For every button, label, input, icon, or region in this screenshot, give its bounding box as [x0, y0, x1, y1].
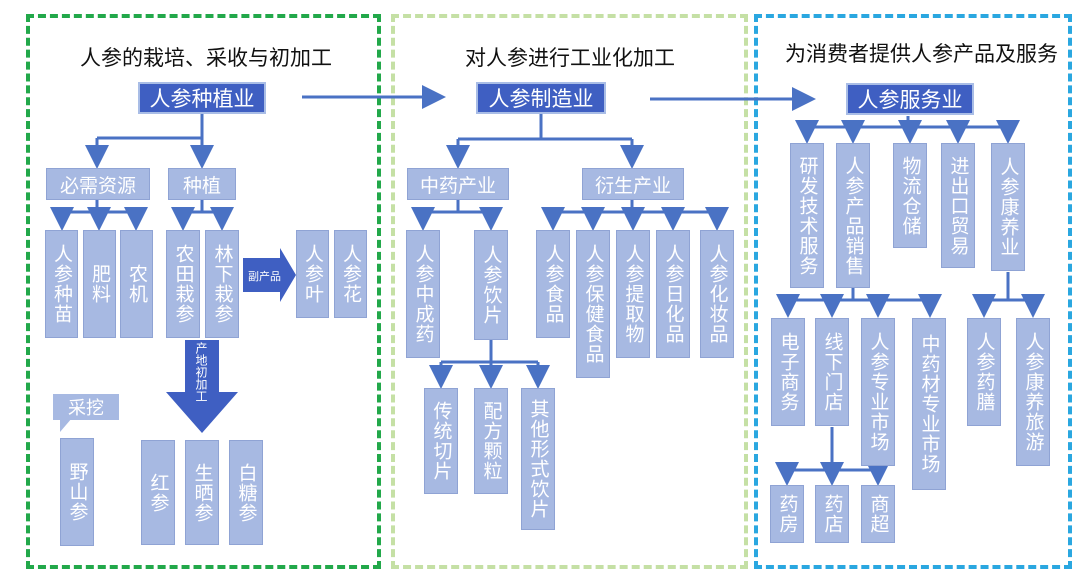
- node-import-export: 进出口贸易: [941, 143, 975, 268]
- panel-services: [754, 14, 1072, 569]
- node-ginseng-manufacturing: 人参制造业: [476, 82, 606, 114]
- node-ginseng-planting: 人参种植业: [138, 82, 266, 114]
- node-tcm-industry: 中药产业: [407, 168, 509, 200]
- node-agri-machinery: 农机: [120, 230, 153, 338]
- node-tcm-market: 中药材专业市场: [912, 318, 946, 490]
- node-product-sales: 人参产品销售: [836, 143, 870, 288]
- node-rd-services: 研发技术服务: [790, 143, 824, 288]
- callout-dig: 采挖: [53, 394, 119, 420]
- node-wild-ginseng: 野山参: [60, 438, 94, 546]
- node-field-ginseng: 农田栽参: [166, 230, 200, 338]
- node-ginseng-market: 人参专业市场: [861, 318, 895, 466]
- node-formula-granules: 配方颗粒: [474, 388, 508, 494]
- node-health-tourism: 人参康养旅游: [1016, 318, 1050, 466]
- node-necessary-resources: 必需资源: [46, 168, 150, 200]
- node-drugstore: 药店: [815, 485, 849, 543]
- node-medicinal-diet: 人参药膳: [967, 318, 1001, 426]
- node-other-slices: 其他形式饮片: [521, 388, 555, 530]
- node-ginseng-seedling: 人参种苗: [45, 230, 78, 338]
- node-ginseng-food: 人参食品: [536, 230, 570, 338]
- node-decoction-slices: 人参饮片: [474, 230, 508, 340]
- node-traditional-slices: 传统切片: [424, 388, 458, 494]
- byproduct-label: 副产品: [248, 270, 281, 283]
- node-forest-ginseng: 林下栽参: [205, 230, 239, 338]
- node-derivative-industry: 衍生产业: [582, 168, 684, 200]
- node-logistics-storage: 物流仓储: [893, 143, 927, 248]
- node-fertilizer: 肥料: [83, 230, 116, 338]
- panel-title-cultivation: 人参的栽培、采收与初加工: [80, 46, 332, 70]
- node-offline-stores: 线下门店: [815, 318, 849, 426]
- panel-title-services: 为消费者提供人参产品及服务: [785, 42, 1058, 66]
- node-health-care: 人参康养业: [991, 143, 1025, 271]
- process-label: 产地初加工: [194, 342, 208, 402]
- node-ginseng-extract: 人参提取物: [616, 230, 650, 358]
- node-cosmetics: 人参化妆品: [700, 230, 734, 358]
- node-ecommerce: 电子商务: [771, 318, 805, 426]
- panel-title-manufacturing: 对人参进行工业化加工: [465, 46, 675, 70]
- node-ginseng-services: 人参服务业: [846, 83, 974, 115]
- node-health-food: 人参保健食品: [576, 230, 610, 378]
- panel-cultivation: [26, 14, 381, 569]
- panel-manufacturing: [391, 14, 748, 569]
- node-sun-dried-ginseng: 生晒参: [185, 440, 219, 545]
- node-supermarket: 商超: [861, 485, 895, 543]
- node-sugar-ginseng: 白糖参: [229, 440, 263, 545]
- node-planting: 种植: [168, 168, 236, 200]
- node-daily-chemicals: 人参日化品: [656, 230, 690, 358]
- node-red-ginseng: 红参: [141, 440, 175, 545]
- node-ginseng-leaf: 人参叶: [296, 230, 329, 318]
- node-patent-medicine: 人参中成药: [406, 230, 440, 358]
- node-ginseng-flower: 人参花: [334, 230, 367, 318]
- node-pharmacy: 药房: [770, 485, 804, 543]
